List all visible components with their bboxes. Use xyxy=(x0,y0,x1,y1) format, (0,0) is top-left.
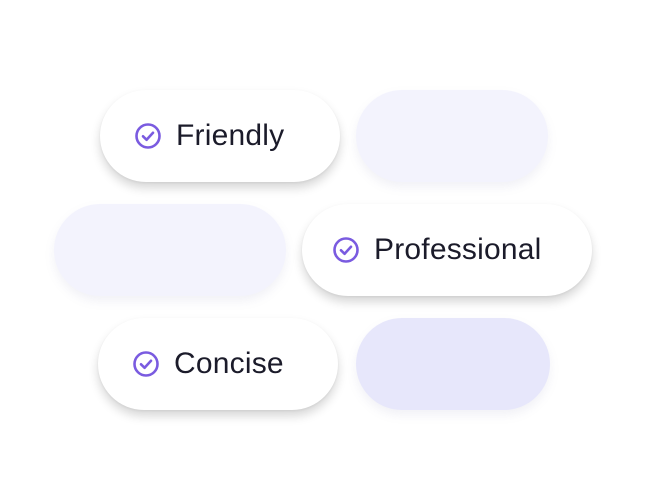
placeholder-pill xyxy=(54,204,286,296)
placeholder-pill xyxy=(356,90,548,182)
option-label: Concise xyxy=(174,347,284,380)
option-pill-professional[interactable]: Professional xyxy=(302,204,592,296)
option-pill-friendly[interactable]: Friendly xyxy=(100,90,340,182)
check-circle-icon xyxy=(134,122,162,150)
placeholder-pill xyxy=(356,318,550,410)
check-circle-icon xyxy=(332,236,360,264)
option-label: Friendly xyxy=(176,119,285,152)
check-circle-icon xyxy=(132,350,160,378)
option-label: Professional xyxy=(374,233,542,266)
option-pill-concise[interactable]: Concise xyxy=(98,318,338,410)
